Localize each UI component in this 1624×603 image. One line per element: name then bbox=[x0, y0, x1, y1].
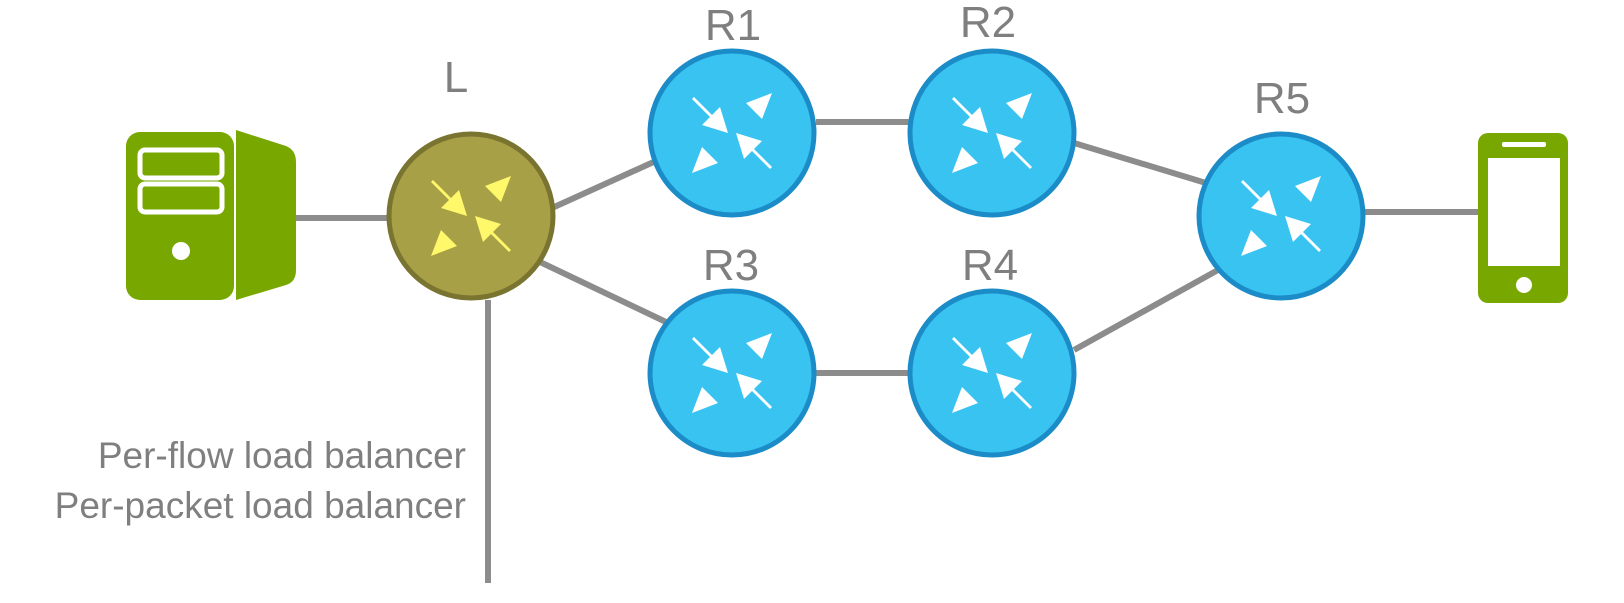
node-label-r1: R1 bbox=[705, 1, 761, 50]
router-r4 bbox=[907, 288, 1077, 458]
annotation-per-flow: Per-flow load balancer bbox=[98, 435, 466, 476]
smartphone-icon bbox=[1478, 133, 1568, 303]
node-label-r5: R5 bbox=[1254, 74, 1310, 123]
node-label-r2: R2 bbox=[960, 0, 1016, 47]
annotation-per-packet: Per-packet load balancer bbox=[55, 485, 466, 526]
link-l-r1 bbox=[550, 157, 660, 211]
link-r2-r5 bbox=[1073, 140, 1207, 186]
node-label-l: L bbox=[444, 53, 468, 102]
link-r4-r5 bbox=[1072, 267, 1220, 353]
router-r5 bbox=[1196, 131, 1366, 301]
router-r2 bbox=[907, 48, 1077, 218]
node-label-r4: R4 bbox=[962, 241, 1018, 290]
node-label-r3: R3 bbox=[703, 241, 759, 290]
router-r3 bbox=[647, 288, 817, 458]
server-icon bbox=[126, 130, 296, 300]
router-r1 bbox=[647, 48, 817, 218]
link-l-r3 bbox=[538, 259, 668, 325]
links bbox=[296, 119, 1480, 583]
load-balancer-l bbox=[386, 131, 556, 301]
